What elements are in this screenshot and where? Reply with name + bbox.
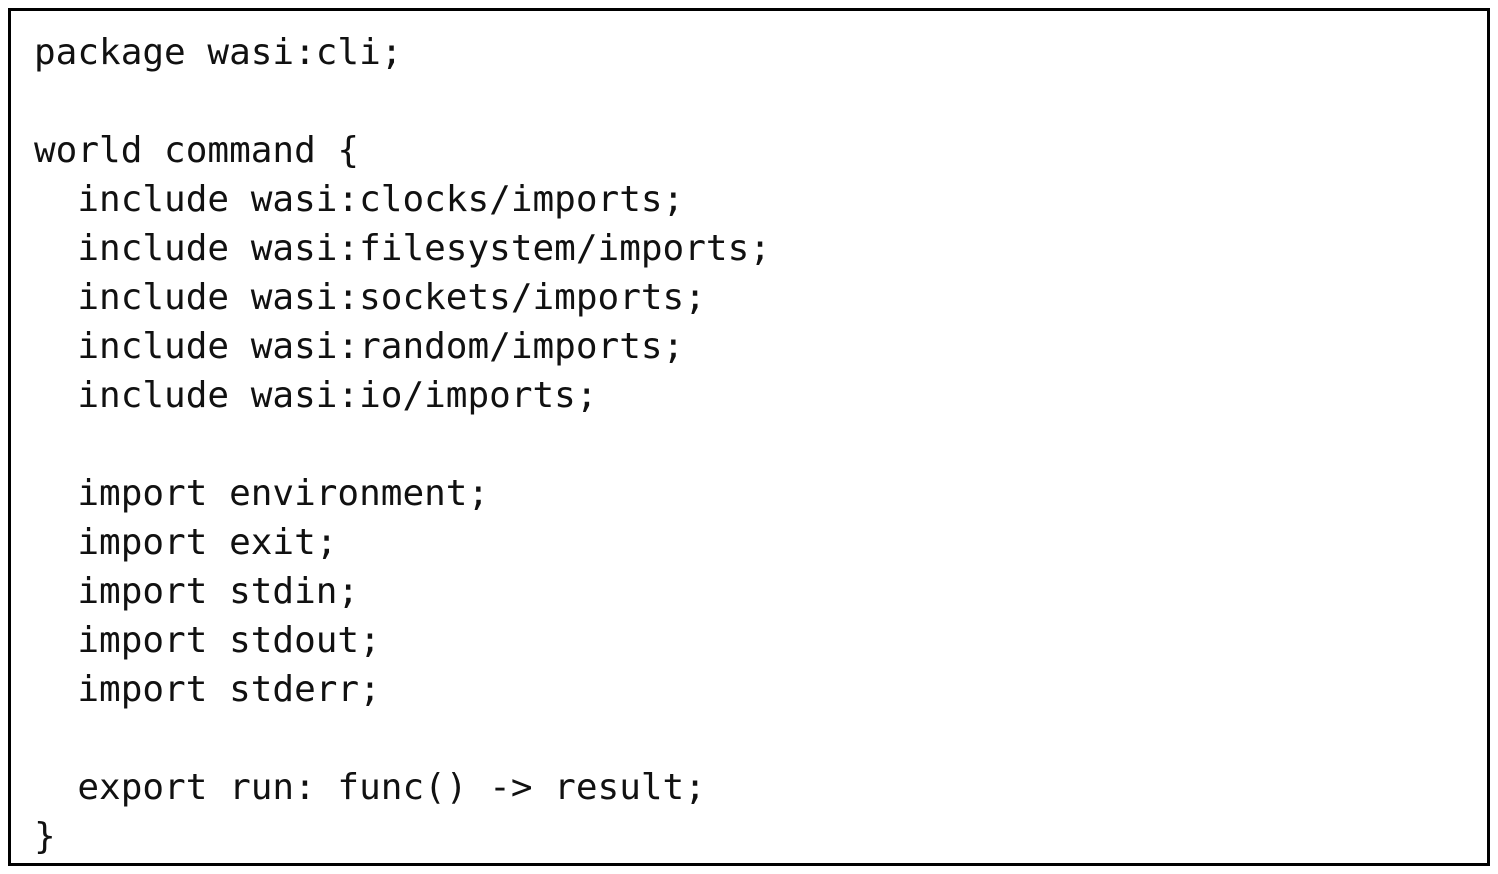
code-line-blank <box>34 420 1467 469</box>
code-line-import-exit: import exit; <box>34 522 338 563</box>
code-block: package wasi:cli; world command { includ… <box>8 8 1490 866</box>
code-line-blank <box>34 714 1467 763</box>
code-line-import-stdout: import stdout; <box>34 620 381 661</box>
code-line-blank <box>34 77 1467 126</box>
code-line-world-open: world command { <box>34 130 360 171</box>
code-line-package-declaration: package wasi:cli; <box>34 32 403 73</box>
code-line-world-close: } <box>34 816 56 857</box>
code-line-import-stdin: import stdin; <box>34 571 360 612</box>
code-line-import-stderr: import stderr; <box>34 669 381 710</box>
code-line-include-filesystem: include wasi:filesystem/imports; <box>34 228 771 269</box>
code-line-import-environment: import environment; <box>34 473 490 514</box>
code-line-include-sockets: include wasi:sockets/imports; <box>34 277 706 318</box>
code-line-include-io: include wasi:io/imports; <box>34 375 598 416</box>
code-line-include-clocks: include wasi:clocks/imports; <box>34 179 685 220</box>
code-line-include-random: include wasi:random/imports; <box>34 326 685 367</box>
code-line-export-run: export run: func() -> result; <box>34 767 706 808</box>
